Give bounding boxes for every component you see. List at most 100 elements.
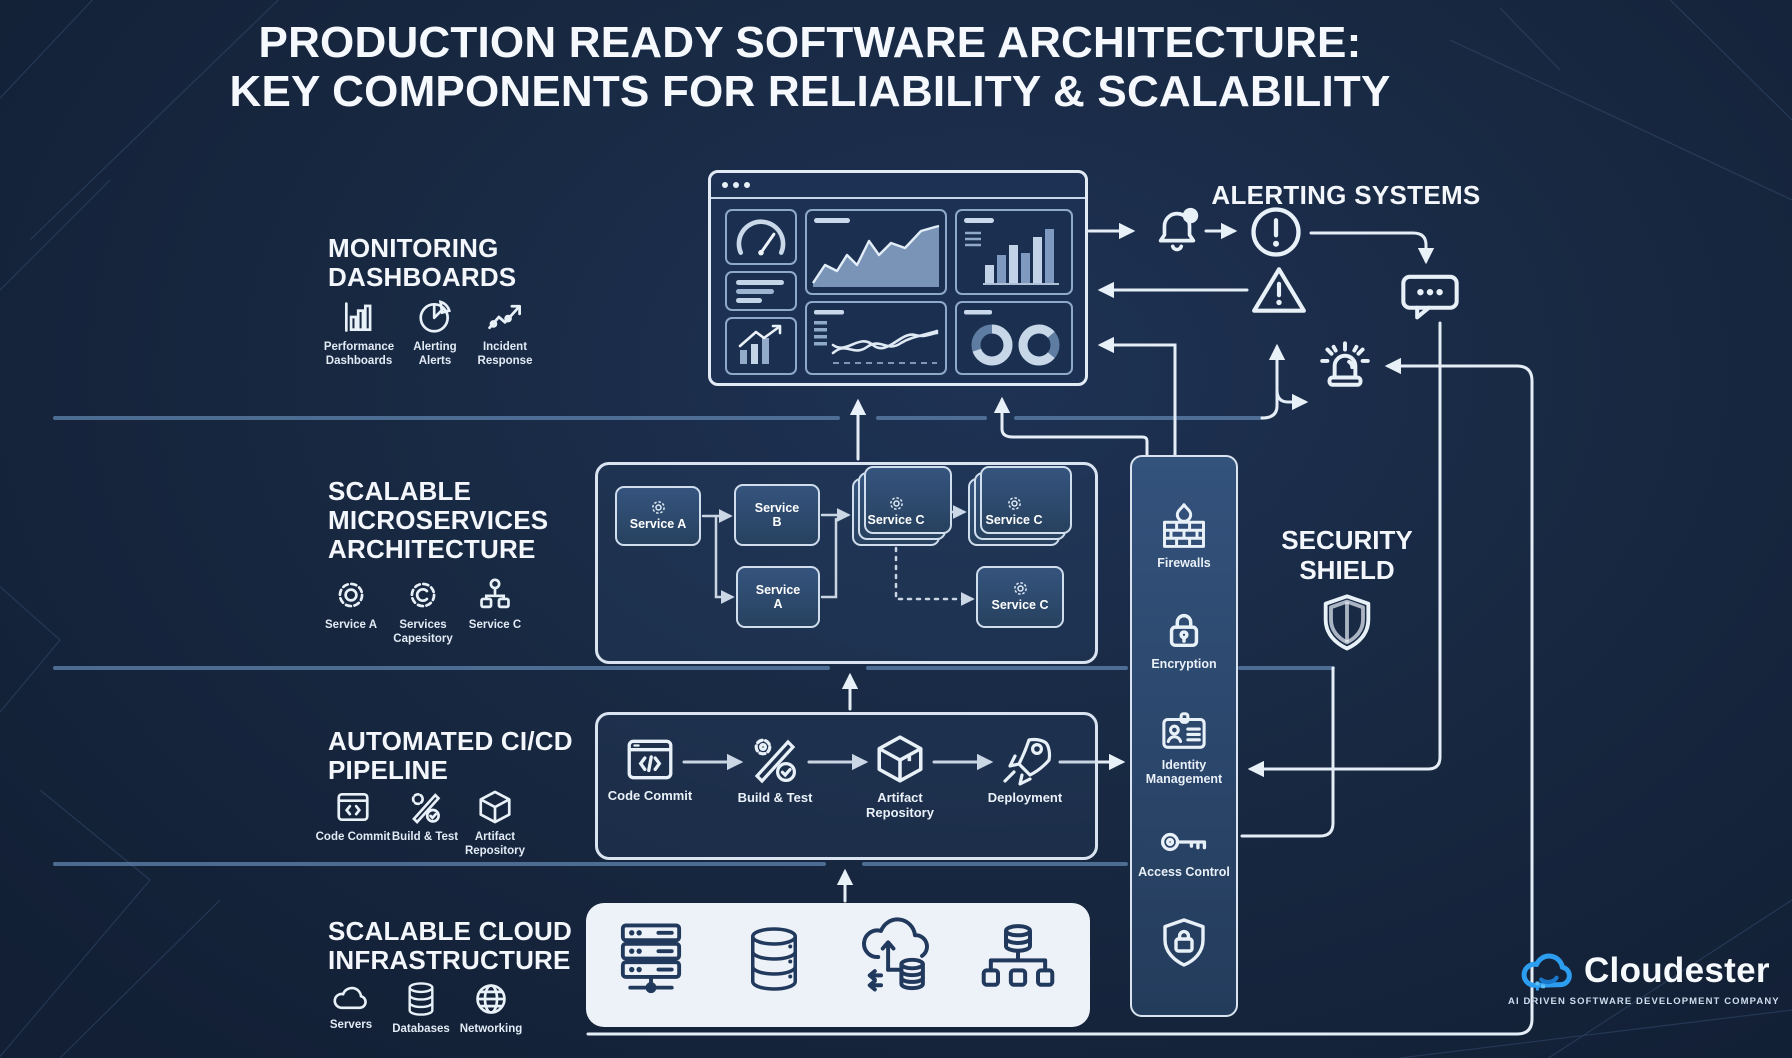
trend-line-icon — [485, 298, 525, 336]
firewall-icon — [1158, 500, 1210, 552]
gauge-panel — [725, 209, 797, 265]
donut-charts-panel — [955, 301, 1073, 375]
service-label: Service C — [867, 513, 925, 528]
security-item-label: Identity Management — [1145, 757, 1223, 787]
package-box-icon — [873, 732, 927, 786]
gear-icon — [332, 576, 370, 614]
security-item-shield-lock — [1158, 916, 1210, 972]
logo-name: Cloudester — [1583, 951, 1770, 990]
gear-icon — [1013, 581, 1028, 596]
line-chart-icon — [814, 310, 939, 364]
security-item-firewalls: Firewalls — [1157, 500, 1211, 570]
pipeline-step-artifact-repo: Artifact Repository — [842, 732, 958, 821]
window-title-bar — [711, 173, 1085, 199]
service-box-c2: Service C — [968, 478, 1060, 546]
page-title: PRODUCTION READY SOFTWARE ARCHITECTURE: … — [170, 18, 1450, 117]
microservices-item-a: Service A — [312, 576, 390, 633]
siren-icon — [1316, 334, 1374, 392]
service-label: Service B — [754, 500, 800, 529]
exclamation-circle-icon — [1246, 202, 1306, 262]
mini-label: Code Commit — [315, 831, 391, 843]
service-box-c1: Service C — [852, 478, 940, 546]
security-item-identity: Identity Management — [1134, 708, 1234, 787]
window-dot — [722, 182, 728, 188]
gear-c-icon — [404, 576, 442, 614]
mini-label: Incident Response — [477, 341, 533, 367]
cloudester-logo: Cloudester AI DRIVEN SOFTWARE DEVELOPMEN… — [1508, 948, 1780, 1007]
microservices-item-repository: Services Capesitory — [384, 576, 462, 646]
cloud-item-databases: Databases — [382, 980, 460, 1037]
security-item-encryption: Encryption — [1151, 607, 1217, 671]
pipeline-step-build-test: Build & Test — [717, 732, 833, 806]
monitoring-item-incident: Incident Response — [466, 298, 544, 368]
bar-chart-icon — [964, 218, 1059, 285]
pipeline-step-label: Build & Test — [737, 790, 813, 805]
service-box-a2: Service A — [736, 566, 820, 628]
code-window-icon — [623, 734, 677, 784]
alerting-heading: ALERTING SYSTEMS — [1211, 180, 1481, 210]
build-tools-icon — [747, 732, 803, 786]
mini-label: Build & Test — [391, 831, 459, 843]
microservices-item-c: Service C — [456, 576, 534, 633]
cloudester-cloud-icon — [1518, 948, 1576, 994]
gear-icon — [651, 500, 666, 515]
service-label: Service C — [985, 513, 1043, 528]
chat-bubble-icon — [1398, 270, 1462, 322]
distributed-nodes-icon — [978, 920, 1058, 998]
hierarchy-icon — [476, 576, 514, 614]
mini-label: Databases — [392, 1023, 450, 1035]
mini-label: Service C — [468, 619, 522, 631]
microservices-heading: SCALABLE MICROSERVICES ARCHITECTURE — [328, 476, 549, 565]
cicd-heading: AUTOMATED CI/CD PIPELINE — [328, 726, 573, 786]
gear-icon — [1007, 496, 1022, 511]
text-lines-panel — [725, 271, 797, 311]
cloud-heading: SCALABLE CLOUD INFRASTRUCTURE — [328, 916, 573, 976]
pipeline-step-label: Code Commit — [607, 788, 693, 803]
section-divider-lines — [53, 416, 1335, 866]
mini-label: Alerting Alerts — [413, 341, 457, 367]
logo-tagline: AI DRIVEN SOFTWARE DEVELOPMENT COMPANY — [1508, 996, 1780, 1007]
mini-label: Service A — [325, 619, 377, 631]
security-column: Firewalls Encryption Identity Management… — [1130, 455, 1238, 1017]
id-card-icon — [1159, 708, 1209, 754]
cicd-item-build: Build & Test — [386, 788, 464, 845]
line-chart-panel — [805, 301, 947, 375]
service-label: Service C — [991, 598, 1049, 613]
gear-icon — [889, 496, 904, 511]
security-shield-heading: SECURITY SHIELD — [1281, 525, 1413, 585]
trend-bars-panel — [725, 317, 797, 375]
globe-icon — [472, 980, 510, 1018]
mini-label: Performance Dashboards — [323, 341, 395, 367]
mini-label: Artifact Repository — [464, 831, 526, 857]
window-dot — [733, 182, 739, 188]
cloud-item-servers: Servers — [312, 980, 390, 1033]
cicd-item-artifact: Artifact Repository — [456, 788, 534, 858]
warning-triangle-icon — [1250, 262, 1308, 318]
pipeline-step-label: Artifact Repository — [866, 790, 934, 820]
cloud-icon — [331, 980, 371, 1014]
monitoring-item-performance: Performance Dashboards — [320, 298, 398, 368]
shield-icon — [1318, 592, 1376, 656]
server-rack-icon — [612, 918, 690, 998]
security-item-label: Access Control — [1138, 865, 1230, 880]
cloud-sync-icon — [855, 916, 941, 998]
monitoring-item-alerting: Alerting Alerts — [396, 298, 474, 368]
window-dot — [744, 182, 750, 188]
security-item-access: Access Control — [1138, 823, 1230, 879]
title-line-2: KEY COMPONENTS FOR RELIABILITY & SCALABI… — [229, 67, 1391, 117]
pipeline-step-deployment: Deployment — [967, 732, 1083, 806]
shield-lock-icon — [1158, 916, 1210, 972]
bar-chart-panel — [955, 209, 1073, 295]
service-box-c3: Service C — [976, 566, 1064, 628]
donut-charts-icon — [964, 310, 1060, 366]
title-line-1: PRODUCTION READY SOFTWARE ARCHITECTURE: — [258, 18, 1362, 67]
rocket-icon — [997, 732, 1053, 786]
service-label: Service A — [629, 517, 687, 532]
build-tools-icon — [406, 788, 444, 826]
mini-label: Servers — [329, 1019, 373, 1031]
service-label: Service A — [755, 582, 801, 611]
pie-chart-icon — [416, 298, 454, 336]
svg-text:!: ! — [1188, 209, 1192, 223]
